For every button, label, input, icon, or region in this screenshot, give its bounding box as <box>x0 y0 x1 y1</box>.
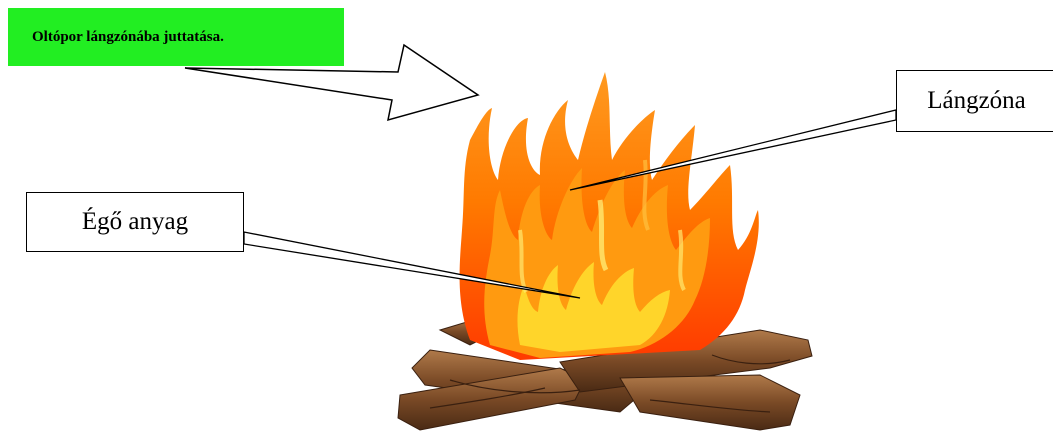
instruction-banner: Oltópor lángzónába juttatása. <box>8 8 344 66</box>
flames <box>460 72 759 360</box>
label-burning-material-text: Égő anyag <box>82 208 188 236</box>
label-flame-zone-text: Lángzóna <box>927 87 1026 115</box>
label-flame-zone: Lángzóna <box>896 70 1053 132</box>
label-burning-material: Égő anyag <box>26 192 244 252</box>
instruction-text: Oltópor lángzónába juttatása. <box>32 29 224 46</box>
